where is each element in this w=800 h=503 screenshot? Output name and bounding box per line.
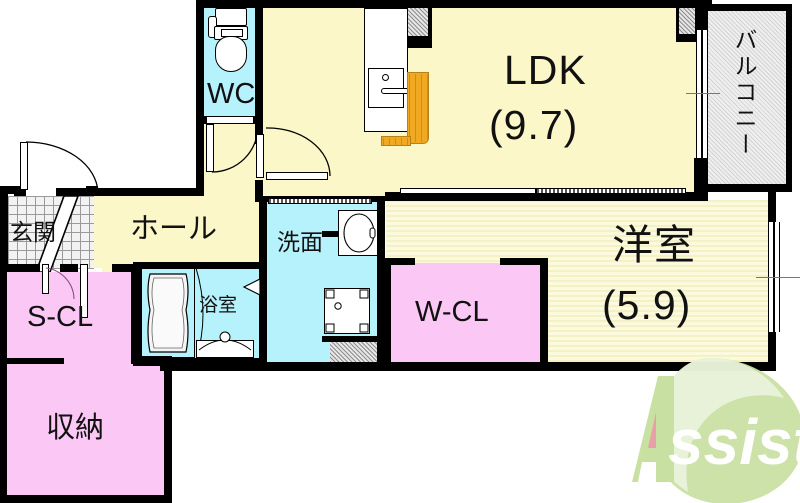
window-washitsu-handle — [756, 277, 800, 278]
washing-machine-pan-detail — [325, 289, 369, 333]
ldk-door-jamb — [256, 134, 264, 178]
window-ldk-bottom-frame — [400, 188, 536, 194]
entry-door-leaf[interactable] — [20, 142, 28, 190]
wall-wc-left — [196, 0, 204, 124]
wash-basin — [343, 213, 376, 253]
label-wc: WC — [207, 78, 256, 110]
wall-wcl-left — [383, 258, 391, 364]
wall-wc-bottom-right — [250, 116, 263, 124]
wall-corridor-left — [196, 124, 204, 196]
assist-logo-word: ssist — [668, 406, 800, 478]
ldk-door-leaf[interactable] — [266, 172, 328, 180]
label-balcony: バルコニー — [730, 28, 756, 158]
wall-shuunou-right — [164, 358, 172, 503]
wall-scl-shuunou-divider — [0, 358, 64, 364]
wall-bath-top — [133, 262, 267, 269]
wall-washitsu-bottom — [160, 362, 776, 371]
wall-washitsu-right-lower — [768, 332, 776, 370]
wall-balcony-right — [786, 4, 792, 190]
washing-machine-pan — [324, 288, 370, 334]
label-washitsu-area: (5.9) — [602, 282, 692, 328]
wall-wc-bottom-left — [196, 116, 208, 124]
wall-ldk-left-lower — [255, 180, 263, 202]
wall-senmen-left — [259, 196, 267, 364]
room-balcony-fill — [708, 10, 788, 188]
wall-shuunou-left — [0, 358, 7, 503]
wc-threshold — [206, 116, 254, 124]
ldk-door-arc — [265, 127, 331, 177]
wall-scl-top-right — [112, 264, 140, 272]
wall-scl-top-mid — [60, 264, 78, 272]
wall-top-outer — [196, 0, 712, 8]
window-ldk-bottom[interactable] — [536, 188, 686, 194]
wall-scl-top-left — [0, 264, 40, 272]
wall-entry-jamb-right — [86, 186, 98, 196]
wall-wcl-top-right — [500, 258, 548, 265]
wall-shuunou-bottom — [0, 495, 172, 503]
bathtub-frame — [141, 268, 195, 358]
label-shuunou: 収納 — [46, 410, 105, 444]
kitchen-counter-wood-grain — [409, 74, 428, 142]
label-yokushitsu: 浴室 — [199, 294, 238, 316]
wall-genkan-top — [0, 186, 20, 194]
room-s-closet-fill — [6, 272, 132, 362]
kitchen-pipe-shaft — [408, 8, 428, 36]
toilet-seat-inner — [221, 29, 243, 37]
genkan-step-line — [35, 196, 79, 272]
wall-balcony-top — [704, 4, 792, 11]
wall-washitsu-right — [768, 192, 776, 222]
toilet-bowl — [215, 36, 247, 72]
label-w-closet: W-CL — [415, 296, 489, 328]
wall-wc-right — [255, 0, 263, 124]
toilet-tank — [215, 8, 247, 26]
label-s-closet: S-CL — [27, 301, 94, 333]
shaft-hatch-topright — [679, 8, 695, 34]
wall-ldk-balcony-lower — [694, 158, 708, 196]
bath-vanity-basin — [198, 331, 252, 351]
scl-door-arc-left — [45, 267, 75, 300]
wall-hall-top — [56, 188, 204, 196]
room-hall-fill-lower — [102, 196, 262, 272]
kitchen-sink-drain — [382, 74, 389, 81]
floor-hatch-patch — [330, 340, 378, 362]
wc-door-leaf[interactable] — [206, 124, 214, 172]
label-genkan: 玄関 — [10, 220, 56, 246]
wall-senmen-inner-stub2 — [322, 336, 380, 342]
scl-door-leaf-right[interactable] — [80, 264, 88, 318]
window-senmen-top[interactable] — [268, 198, 372, 204]
wall-wcl-right — [540, 258, 548, 364]
kitchen-counter-foot-grain — [383, 138, 409, 145]
label-ldk: LDK — [504, 47, 587, 93]
wall-genkan-left — [0, 188, 8, 272]
wall-wcl-top-left — [383, 258, 415, 265]
assist-logo-watermark: ssist — [632, 358, 800, 503]
label-ldk-area: (9.7) — [489, 102, 579, 148]
wall-balcony-bottom — [700, 184, 792, 192]
bath-door-marker[interactable] — [240, 275, 264, 299]
wall-bath-left — [133, 262, 141, 366]
scl-door-leaf-left[interactable] — [42, 264, 49, 294]
entry-door-arc — [25, 141, 99, 193]
wall-scl-left — [0, 264, 7, 370]
bathtub — [147, 273, 189, 353]
sliding-door-balcony-rail — [701, 30, 703, 158]
room-shuunou-fill — [6, 362, 166, 497]
room-kitchen-fill — [262, 6, 382, 196]
wall-senmen-right — [377, 196, 385, 364]
sliding-door-balcony-handle — [686, 93, 720, 94]
label-senmen: 洗面 — [277, 230, 323, 256]
room-w-closet-fill — [386, 263, 546, 362]
label-hall: ホール — [130, 211, 218, 245]
wall-ldk-washitsu-divider — [385, 192, 708, 201]
label-washitsu: 洋室 — [612, 221, 696, 269]
wall-entry-jamb-left — [14, 186, 26, 196]
